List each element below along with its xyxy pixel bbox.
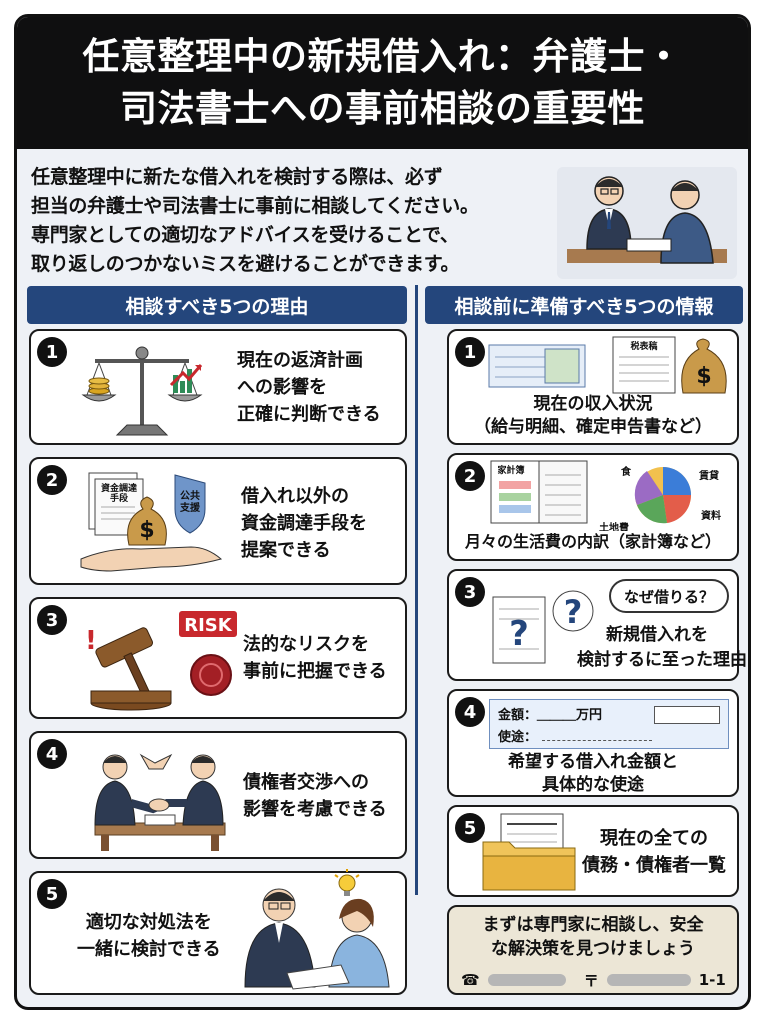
svg-text:公共: 公共 (180, 489, 200, 502)
prep-card-2: 2 家計簿 食 賃貸 資料 土地費 月々の生活費の内訳（家計簿など） (447, 453, 739, 561)
number-badge: 4 (37, 739, 67, 769)
svg-text:!: ! (85, 626, 97, 656)
gavel-icon: ! RISK (85, 611, 237, 711)
svg-text:賃貸: 賃貸 (698, 469, 719, 482)
page-title-line-1: 任意整理中の新規借入れ：弁護士・ (82, 35, 683, 78)
svg-text:資料: 資料 (701, 509, 721, 522)
prep-card-1: 1 税表稿 $ 現在の収入状況 （給与明細、確定申告書など） (447, 329, 739, 445)
reason-text: 借入れ以外の 資金調達手段を 提案できる (241, 486, 367, 561)
number-badge: 5 (455, 813, 485, 843)
money-hand-icon: 資金調達 手段 公共 支援 $ (80, 472, 223, 572)
intro-line: 担当の弁護士や司法書士に事前に相談してください。 (31, 195, 479, 217)
prep-text: 希望する借入れ金額と 具体的な使途 (508, 752, 678, 795)
number-badge: 4 (455, 697, 485, 727)
svg-text:税表稿: 税表稿 (630, 340, 657, 352)
number-badge: 3 (455, 577, 485, 607)
scale-icon (81, 346, 203, 436)
number-badge: 5 (37, 879, 67, 909)
number-badge: 1 (37, 337, 67, 367)
page-title-line-2: 司法書士への事前相談の重要性 (120, 87, 645, 130)
call-to-action-box: まずは専門家に相談し、安全 な解決策を見つけましょう ☎ 〒 1-1 (447, 905, 739, 995)
reasons-header: 相談すべき5つの理由 (27, 286, 407, 324)
folder-icon (482, 813, 576, 891)
prep-text: 新規借入れを 検討するに至った理由 (577, 625, 747, 670)
number-badge: 3 (37, 605, 67, 635)
speech-bubble: なぜ借りる？ (609, 579, 729, 613)
number-badge: 2 (455, 461, 485, 491)
infographic-frame: 任意整理中の新規借入れ：弁護士・ 司法書士への事前相談の重要性 任意整理中に新た… (14, 14, 751, 1010)
intro-text: 任意整理中に新たな借入れを検討する際は、必ず 担当の弁護士や司法書士に事前に相談… (31, 163, 531, 279)
svg-text:食: 食 (620, 465, 632, 478)
payslip-icon: 税表稿 $ (488, 336, 727, 394)
intro-line: 取り返しのつかないミスを避けることができます。 (31, 253, 460, 275)
form-use-label: 使途： (498, 730, 538, 745)
redacted-phone (487, 974, 566, 986)
svg-text:支援: 支援 (179, 501, 201, 514)
svg-text:家計簿: 家計簿 (497, 464, 524, 476)
call-to-action-text: まずは専門家に相談し、安全 な解決策を見つけましょう (482, 915, 704, 959)
handshake-icon (94, 753, 226, 851)
form-amount-label: 金額：＿＿＿万円 (498, 708, 603, 723)
question-icon: ? ? (492, 590, 594, 664)
phone-icon: ☎ (461, 971, 480, 989)
svg-text:?: ? (509, 614, 529, 654)
svg-text:$: $ (139, 518, 154, 543)
svg-text:土地費: 土地費 (599, 521, 629, 531)
reason-card-1: 1 現在の返済計画 への影響を 正確に判断できる (29, 329, 407, 445)
reason-text: 適切な対処法を 一緒に検討できる (77, 912, 221, 960)
column-divider (415, 285, 418, 895)
intro-line: 専門家としての適切なアドバイスを受けることで、 (31, 224, 459, 246)
postal-mark: 〒 (583, 971, 599, 990)
reason-card-4: 4 債権者交渉への 影響を考慮できる (29, 731, 407, 859)
svg-text:?: ? (564, 593, 583, 631)
loan-form: 金額：＿＿＿万円 使途： (489, 699, 729, 749)
prep-text: 現在の収入状況 （給与明細、確定申告書など） (474, 394, 712, 437)
title-bar: 任意整理中の新規借入れ：弁護士・ 司法書士への事前相談の重要性 (17, 17, 748, 149)
prep-text: 月々の生活費の内訳（家計簿など） (464, 532, 721, 551)
reason-text: 債権者交渉への 影響を考慮できる (243, 772, 387, 820)
svg-text:RISK: RISK (184, 615, 233, 636)
lawyer-consultation-illustration (557, 167, 737, 279)
reason-card-5: 5 適切な対処法を 一緒に検討できる (29, 869, 407, 995)
reason-text: 現在の返済計画 への影響を 正確に判断できる (237, 350, 381, 425)
reason-text: 法的なリスクを 事前に把握できる (243, 634, 387, 682)
intro-line: 任意整理中に新たな借入れを検討する際は、必ず (31, 166, 443, 188)
form-use-line (542, 740, 652, 741)
prep-card-4: 4 金額：＿＿＿万円 使途： 希望する借入れ金額と 具体的な使途 (447, 689, 739, 797)
prep-text: 現在の全ての 債務・債権者一覧 (582, 828, 726, 876)
form-input-box (654, 706, 720, 724)
number-badge: 1 (455, 337, 485, 367)
svg-text:手段: 手段 (110, 492, 129, 504)
consultation-icon (244, 869, 390, 990)
svg-text:$: $ (696, 364, 711, 389)
prep-info-header: 相談前に準備すべき5つの情報 (425, 286, 743, 324)
reason-card-2: 2 資金調達 手段 公共 支援 $ 借入れ以外の 資金調達手段を 提案できる (29, 457, 407, 585)
prep-card-5: 5 現在の全ての 債務・債権者一覧 (447, 805, 739, 897)
household-budget-icon: 家計簿 食 賃貸 資料 土地費 (490, 460, 721, 531)
svg-text:資金調達: 資金調達 (101, 482, 137, 494)
reason-card-3: 3 ! RISK 法的なリスクを 事前に把握できる (29, 597, 407, 719)
prep-card-3: 3 ? ? なぜ借りる？ 新規借入れを 検討するに至った理由 (447, 569, 747, 681)
address-suffix: 1-1 (698, 971, 726, 989)
number-badge: 2 (37, 465, 67, 495)
contact-info: ☎ 〒 1-1 (461, 969, 731, 991)
redacted-address (606, 974, 691, 986)
